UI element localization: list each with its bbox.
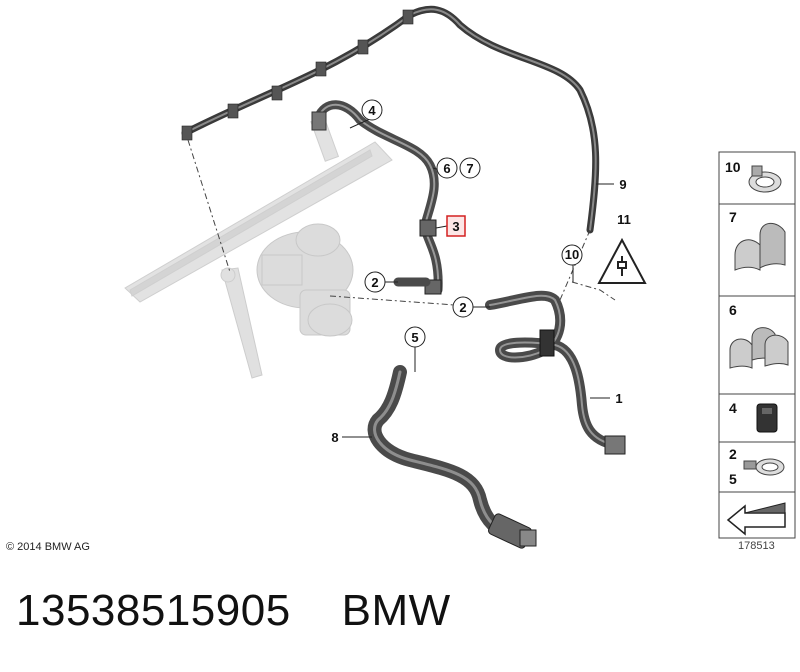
callout-2-left[interactable]: 2 — [364, 271, 386, 293]
callout-3-highlighted[interactable]: 3 — [446, 215, 466, 237]
svg-text:6: 6 — [443, 161, 450, 176]
callout-11[interactable]: 11 — [617, 212, 631, 227]
diagram-number: 178513 — [738, 540, 775, 552]
svg-text:7: 7 — [466, 161, 473, 176]
legend-item-2-5[interactable]: 2 5 — [718, 441, 796, 493]
svg-text:2: 2 — [459, 300, 466, 315]
rail-hose-top — [181, 5, 600, 234]
svg-text:9: 9 — [619, 177, 626, 192]
svg-text:5: 5 — [729, 471, 737, 487]
feed-hose-1 — [485, 290, 626, 455]
svg-text:7: 7 — [729, 209, 737, 225]
svg-text:3: 3 — [452, 219, 459, 234]
callout-5[interactable]: 5 — [404, 326, 426, 348]
callout-9[interactable]: 9 — [619, 177, 626, 192]
svg-text:4: 4 — [729, 400, 737, 416]
clip-7-icon — [734, 222, 786, 271]
svg-text:10: 10 — [565, 247, 579, 262]
grommet-4-icon — [756, 403, 778, 433]
svg-text:2: 2 — [729, 446, 737, 462]
hose-clamp-icon — [743, 458, 785, 476]
return-hose-4-3 — [311, 100, 443, 295]
clip-6-icon — [729, 327, 789, 369]
clamp-10-icon — [748, 165, 782, 193]
electrical-warning-icon — [597, 237, 647, 284]
svg-text:4: 4 — [368, 103, 376, 118]
brand-name: BMW — [341, 586, 451, 635]
direction-arrow-icon — [726, 502, 786, 536]
copyright-notice: © 2014 BMW AG — [6, 541, 90, 553]
injector-ghost — [220, 267, 263, 379]
legend-item-7[interactable]: 7 — [718, 203, 796, 297]
callout-8[interactable]: 8 — [331, 430, 338, 445]
legend-item-arrow[interactable] — [718, 491, 796, 539]
legend-item-6[interactable]: 6 — [718, 295, 796, 395]
legend-item-4[interactable]: 4 — [718, 393, 796, 443]
callout-4[interactable]: 4 — [361, 99, 383, 121]
svg-text:1: 1 — [615, 391, 622, 406]
feed-hose-8 — [367, 365, 537, 549]
svg-text:5: 5 — [411, 330, 418, 345]
svg-text:11: 11 — [617, 212, 631, 227]
legend-item-10[interactable]: 10 — [718, 151, 796, 205]
part-number-caption: 13538515905 BMW — [16, 586, 451, 636]
callout-2-right[interactable]: 2 — [452, 296, 474, 318]
svg-text:6: 6 — [729, 302, 737, 318]
part-number: 13538515905 — [16, 586, 291, 635]
callout-1[interactable]: 1 — [615, 391, 622, 406]
callout-7[interactable]: 7 — [459, 157, 481, 179]
callout-6[interactable]: 6 — [436, 157, 458, 179]
callout-10[interactable]: 10 — [561, 244, 583, 266]
parts-legend: 10 7 6 4 — [718, 151, 796, 539]
svg-text:10: 10 — [725, 159, 741, 175]
svg-text:2: 2 — [371, 275, 378, 290]
svg-text:8: 8 — [331, 430, 338, 445]
pump-ghost — [256, 223, 354, 337]
